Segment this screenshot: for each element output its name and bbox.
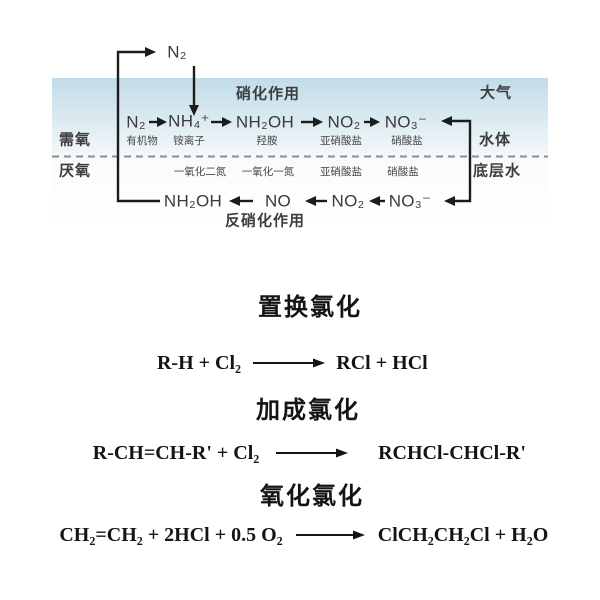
reaction-arrow-icon	[276, 448, 348, 458]
reaction-title: 置换氯化	[258, 295, 362, 321]
species-nh2oh-bottom: NH₂OH	[163, 191, 223, 211]
zone-aerobic-label: 需氧	[58, 131, 92, 149]
reaction-right-side: RCHCl-CHCl-R'	[378, 442, 526, 464]
species-n2: N₂	[126, 112, 146, 132]
species-no2: NO₂	[327, 112, 361, 132]
zone-water-body-label: 水体	[478, 131, 512, 149]
species-no3-bottom: NO₃⁻	[388, 191, 432, 211]
reaction-arrow-icon	[253, 358, 325, 368]
reaction-left-side: CH₂=CH₂ + 2HCl + 0.5 O₂	[59, 524, 283, 546]
zone-anaerobic-label: 厌氧	[58, 162, 92, 180]
species-no2-bottom: NO₂	[331, 191, 365, 211]
nitrogen-cycle-diagram: N₂ 硝化作用 大气 需氧 水体 厌氧 底层水 N₂ NH₄⁺ NH₂OH NO…	[0, 0, 600, 260]
reaction-left-side: R-H + Cl₂	[156, 352, 242, 374]
species-nh4: NH₄⁺	[168, 111, 210, 131]
species-no-bottom: NO	[264, 191, 292, 211]
reaction-left-side: R-CH=CH-R' + Cl₂	[92, 442, 260, 464]
zone-atmosphere-label: 大气	[479, 84, 513, 102]
species-nh2oh: NH₂OH	[235, 112, 295, 132]
reaction-title: 加成氯化	[256, 398, 360, 424]
species-n2-atmosphere: N₂	[167, 42, 187, 62]
name-ammonium: 铵离子	[173, 134, 205, 147]
name-hydroxylamine: 羟胺	[256, 134, 278, 147]
reaction-right-side: ClCH₂CH₂Cl + H₂O	[377, 524, 549, 546]
name-nitrous-oxide: 一氧化二氮	[173, 165, 227, 178]
denitrification-label: 反硝化作用	[224, 212, 306, 230]
zone-bottom-water-label: 底层水	[472, 162, 522, 180]
reaction-arrow-icon	[296, 530, 365, 540]
name-nitrite: 亚硝酸盐	[320, 134, 362, 147]
name-nitrate: 硝酸盐	[391, 134, 423, 147]
species-no3: NO₃⁻	[384, 112, 428, 132]
name-organic-matter: 有机物	[126, 134, 158, 147]
reaction-right-side: RCl + HCl	[336, 352, 428, 374]
name-nitrite-bottom: 亚硝酸盐	[320, 165, 362, 178]
reaction-title: 氧化氯化	[260, 484, 364, 510]
name-nitrate-bottom: 硝酸盐	[387, 165, 419, 178]
nitrification-label: 硝化作用	[235, 85, 301, 103]
name-nitric-oxide: 一氧化一氮	[241, 165, 295, 178]
